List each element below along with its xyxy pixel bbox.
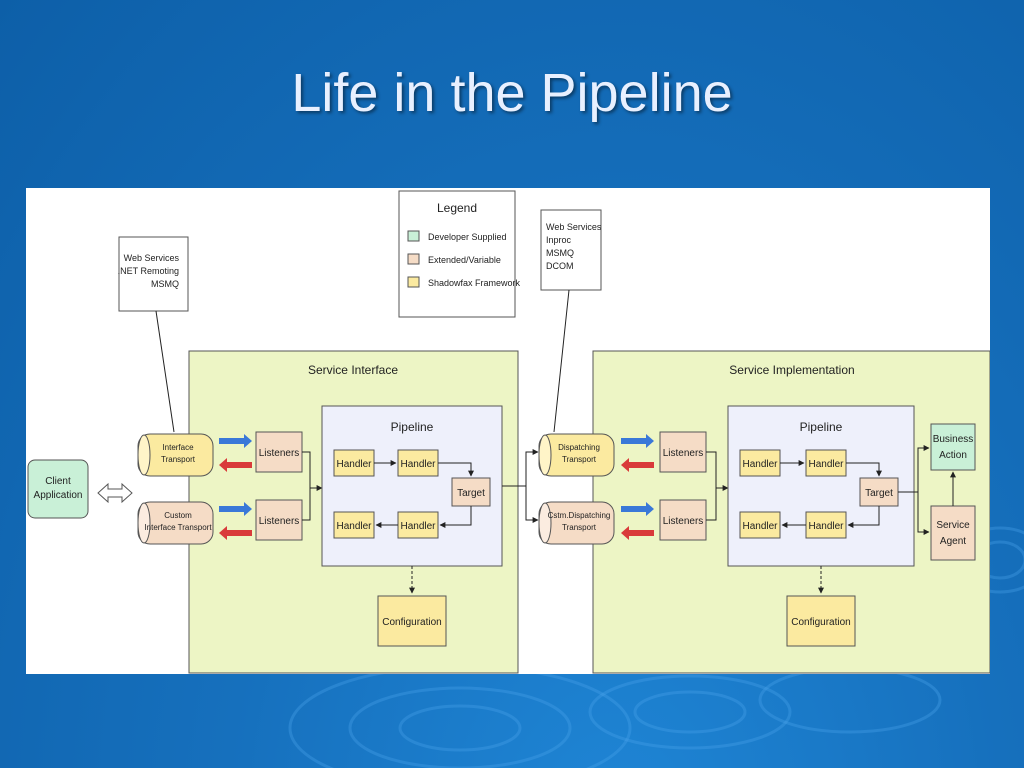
interface-pipeline-title: Pipeline (391, 420, 434, 434)
svg-text:Listeners: Listeners (259, 448, 300, 459)
svg-text:Inproc: Inproc (546, 235, 572, 245)
svg-text:MSMQ: MSMQ (151, 279, 179, 289)
svg-text:Handler: Handler (400, 459, 436, 470)
interface-transport: Interface Transport (137, 433, 214, 477)
svg-text:Interface: Interface (162, 443, 194, 452)
pipeline-diagram: Legend Developer Supplied Extended/Varia… (27, 190, 991, 674)
svg-text:Handler: Handler (808, 459, 844, 470)
handler-box: Handler (397, 511, 439, 539)
svg-text:Target: Target (457, 488, 485, 499)
service-agent-box: Service Agent (930, 505, 976, 561)
handler-box: Handler (333, 449, 375, 477)
diagram-panel: Legend Developer Supplied Extended/Varia… (26, 188, 991, 674)
configuration-box: Configuration (377, 595, 447, 647)
listeners-box: Listeners (255, 499, 303, 541)
client-bidirectional-arrow-icon (97, 482, 133, 504)
svg-text:Client: Client (45, 476, 71, 487)
svg-text:Configuration: Configuration (791, 617, 850, 628)
implementation-pipeline-title: Pipeline (800, 420, 843, 434)
legend-label-extended: Extended/Variable (428, 255, 501, 265)
legend: Legend Developer Supplied Extended/Varia… (398, 190, 521, 318)
custom-interface-transport: Custom Interface Transport (137, 501, 214, 545)
handler-box: Handler (397, 449, 439, 477)
legend-swatch-framework (407, 276, 420, 288)
handler-box: Handler (739, 449, 781, 477)
svg-text:Web Services: Web Services (124, 253, 180, 263)
handler-box: Handler (333, 511, 375, 539)
custom-dispatching-transport: Cstm.Dispatching Transport (538, 501, 615, 545)
svg-text:Application: Application (34, 490, 83, 501)
note-right-protocols: Web Services Inproc MSMQ DCOM (540, 209, 602, 433)
legend-swatch-developer (407, 230, 420, 242)
svg-text:Handler: Handler (742, 459, 778, 470)
note-left-protocols: Web Services .NET Remoting MSMQ (118, 236, 189, 433)
svg-text:Transport: Transport (161, 455, 196, 464)
slide-title: Life in the Pipeline (291, 63, 733, 123)
service-implementation-title: Service Implementation (729, 363, 854, 377)
handler-box: Handler (805, 449, 847, 477)
svg-text:Transport: Transport (562, 455, 597, 464)
svg-text:Handler: Handler (336, 459, 372, 470)
implementation-flow-arrows (621, 434, 654, 540)
dispatching-transport: Dispatching Transport (538, 433, 615, 477)
listeners-box: Listeners (659, 431, 707, 473)
svg-text:Target: Target (865, 488, 893, 499)
svg-text:Custom: Custom (164, 511, 192, 520)
svg-text:Business: Business (933, 434, 974, 445)
legend-label-framework: Shadowfax Framework (428, 278, 521, 288)
svg-text:Web Services: Web Services (546, 222, 602, 232)
svg-text:Handler: Handler (336, 521, 372, 532)
handler-box: Handler (739, 511, 781, 539)
svg-text:Listeners: Listeners (259, 516, 300, 527)
svg-text:MSMQ: MSMQ (546, 248, 574, 258)
svg-text:DCOM: DCOM (546, 261, 574, 271)
svg-text:Listeners: Listeners (663, 516, 704, 527)
svg-text:Listeners: Listeners (663, 448, 704, 459)
svg-text:Interface Transport: Interface Transport (144, 523, 212, 532)
svg-text:Configuration: Configuration (382, 617, 441, 628)
target-box: Target (859, 477, 899, 507)
listeners-box: Listeners (659, 499, 707, 541)
target-box: Target (451, 477, 491, 507)
service-interface-title: Service Interface (308, 363, 398, 377)
configuration-box: Configuration (786, 595, 856, 647)
svg-text:Handler: Handler (400, 521, 436, 532)
svg-text:Cstm.Dispatching: Cstm.Dispatching (548, 511, 611, 520)
interface-flow-arrows (219, 434, 252, 540)
client-application: Client Application (27, 459, 89, 519)
legend-title: Legend (437, 201, 477, 215)
svg-text:.NET Remoting: .NET Remoting (118, 266, 179, 276)
svg-text:Agent: Agent (940, 536, 966, 547)
svg-text:Dispatching: Dispatching (558, 443, 600, 452)
handler-box: Handler (805, 511, 847, 539)
listeners-box: Listeners (255, 431, 303, 473)
business-action-box: Business Action (930, 423, 976, 471)
legend-label-developer: Developer Supplied (428, 232, 507, 242)
svg-text:Handler: Handler (742, 521, 778, 532)
svg-text:Action: Action (939, 450, 967, 461)
svg-text:Service: Service (936, 520, 970, 531)
svg-text:Handler: Handler (808, 521, 844, 532)
legend-swatch-extended (407, 253, 420, 265)
svg-text:Transport: Transport (562, 523, 597, 532)
